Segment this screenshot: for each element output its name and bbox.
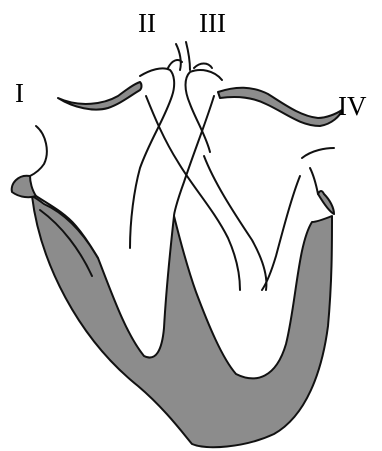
vessel-top-loop-right bbox=[194, 64, 212, 69]
outline-right-leaflet bbox=[262, 176, 300, 290]
outline-left-outer bbox=[30, 126, 47, 176]
vessel-top-right-end bbox=[186, 42, 190, 70]
vessel-iv-wall bbox=[218, 88, 342, 126]
left-valve-tissue bbox=[12, 176, 36, 197]
label-i: I bbox=[15, 80, 24, 107]
label-iii: III bbox=[199, 10, 226, 37]
vessel-i-wall bbox=[58, 82, 142, 110]
vessel-ii bbox=[130, 68, 174, 248]
outline-right-inner bbox=[310, 168, 318, 194]
outline-right-outer bbox=[302, 148, 334, 158]
vessel-iii bbox=[186, 70, 223, 152]
ventricle-wall bbox=[32, 196, 332, 447]
label-ii: II bbox=[138, 10, 156, 37]
vessel-top-left-end bbox=[176, 44, 181, 70]
label-iv: IV bbox=[338, 93, 367, 120]
right-valve-tissue bbox=[318, 191, 334, 214]
vessel-iii-inner-2 bbox=[204, 156, 266, 290]
